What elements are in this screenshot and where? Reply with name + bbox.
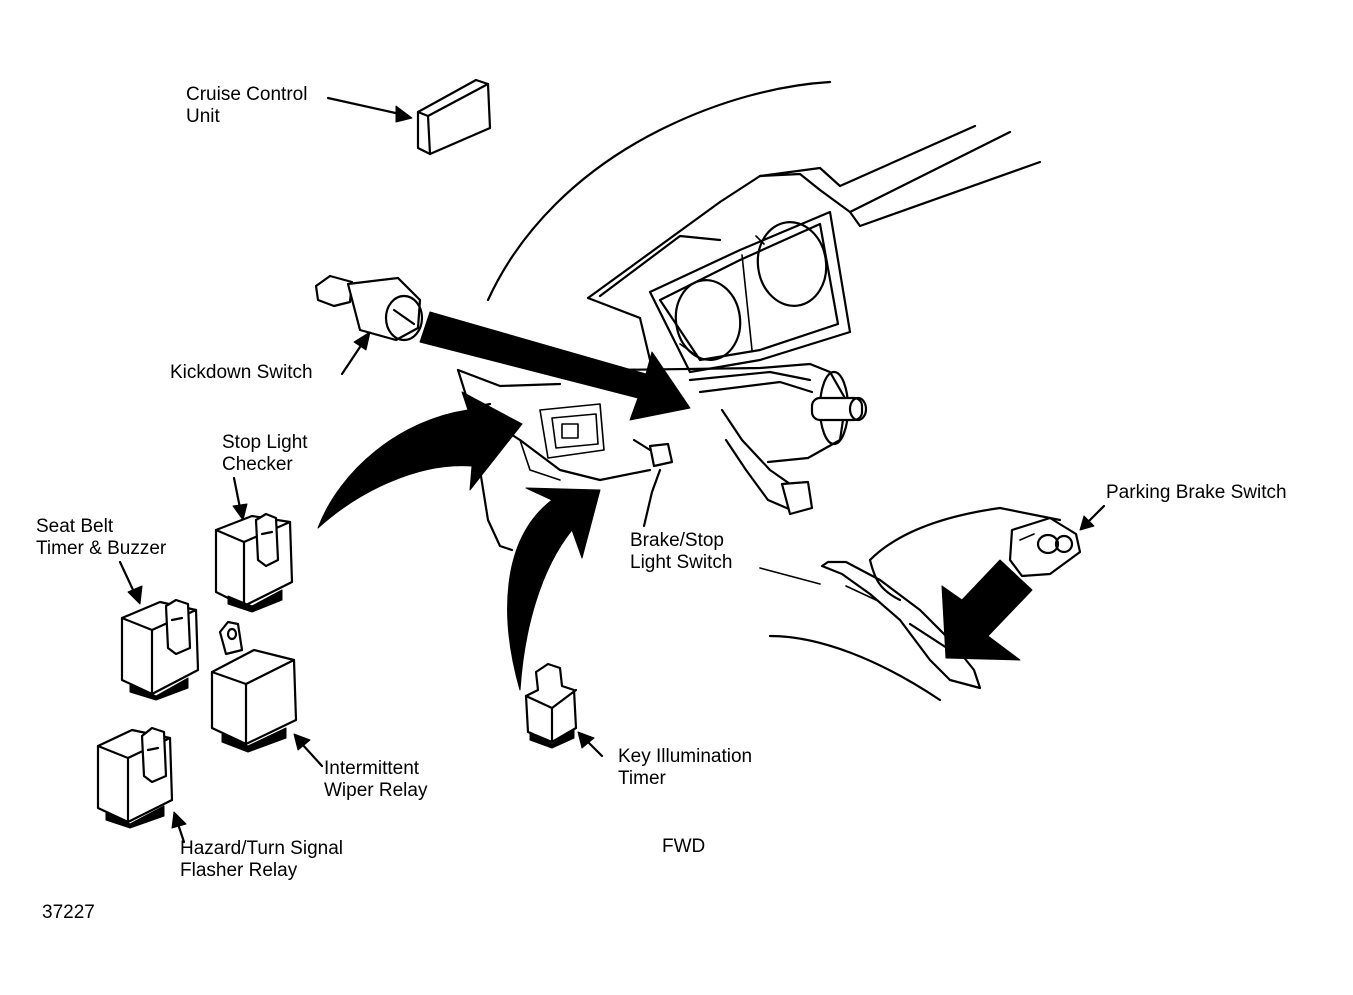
dashboard-drawing xyxy=(456,80,1042,552)
location-arrows xyxy=(317,311,1033,691)
seat-belt-timer-drawing xyxy=(120,598,200,701)
parking-brake-drawing xyxy=(768,506,1082,702)
parking-brake-switch-label: Parking Brake Switch xyxy=(1106,482,1287,503)
kickdown-switch-drawing xyxy=(314,274,424,342)
leader-lines xyxy=(118,96,1106,844)
kickdown-switch-label: Kickdown Switch xyxy=(170,362,313,383)
intermittent-wiper-relay-drawing xyxy=(210,620,298,753)
stop-light-checker-drawing xyxy=(214,512,294,613)
view-tag-label: FWD xyxy=(662,836,706,857)
figure-number-label: 37227 xyxy=(42,902,95,923)
cruise-control-unit-drawing xyxy=(416,78,492,156)
hazard-flasher-relay-drawing xyxy=(96,726,174,829)
key-illumination-timer-drawing xyxy=(524,662,578,749)
